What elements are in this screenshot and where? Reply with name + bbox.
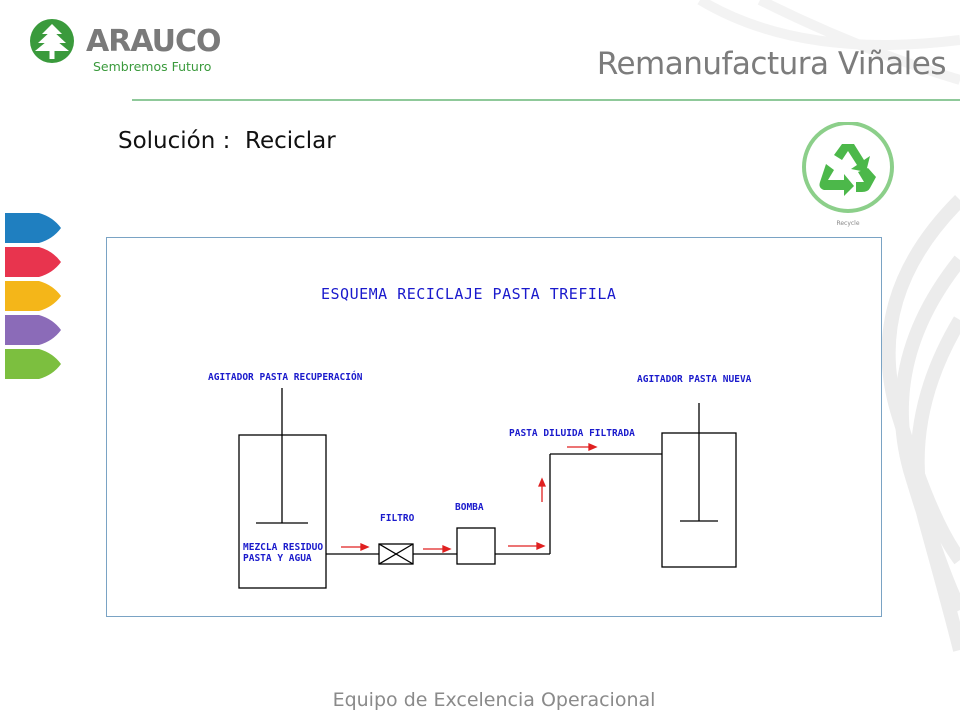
logo-name: ARAUCO xyxy=(86,24,221,59)
label-pump: BOMBA xyxy=(455,502,484,513)
recycling-diagram: ESQUEMA RECICLAJE PASTA TREFILA AGITADOR… xyxy=(106,237,882,617)
recycle-label: Recycle xyxy=(836,220,860,227)
pump-symbol xyxy=(456,527,496,565)
label-filtered-paste: PASTA DILUIDA FILTRADA xyxy=(509,428,635,439)
side-tab-purple xyxy=(5,315,61,345)
label-mixture-line2: PASTA Y AGUA xyxy=(243,553,312,564)
diagram-drawing xyxy=(238,388,737,589)
arauco-tree-icon xyxy=(30,19,74,63)
label-filter: FILTRO xyxy=(380,513,415,524)
side-tab-green xyxy=(5,349,61,379)
slide-subtitle: Solución : Reciclar xyxy=(118,128,336,154)
side-tab-yellow xyxy=(5,281,61,311)
title-divider xyxy=(132,99,960,101)
label-agitator-recovery: AGITADOR PASTA RECUPERACIÓN xyxy=(208,372,363,383)
diagram-title: ESQUEMA RECICLAJE PASTA TREFILA xyxy=(321,285,617,303)
page-title: Remanufactura Viñales xyxy=(596,46,947,82)
footer-text: Equipo de Excelencia Operacional xyxy=(332,689,656,711)
recycle-icon xyxy=(802,122,894,213)
label-mixture-line1: MEZCLA RESIDUO xyxy=(243,542,324,553)
logo-tagline: Sembremos Futuro xyxy=(93,59,212,74)
side-tab-blue xyxy=(5,213,61,243)
label-agitator-new: AGITADOR PASTA NUEVA xyxy=(637,374,752,385)
side-tabs xyxy=(5,213,61,379)
side-tab-red xyxy=(5,247,61,277)
